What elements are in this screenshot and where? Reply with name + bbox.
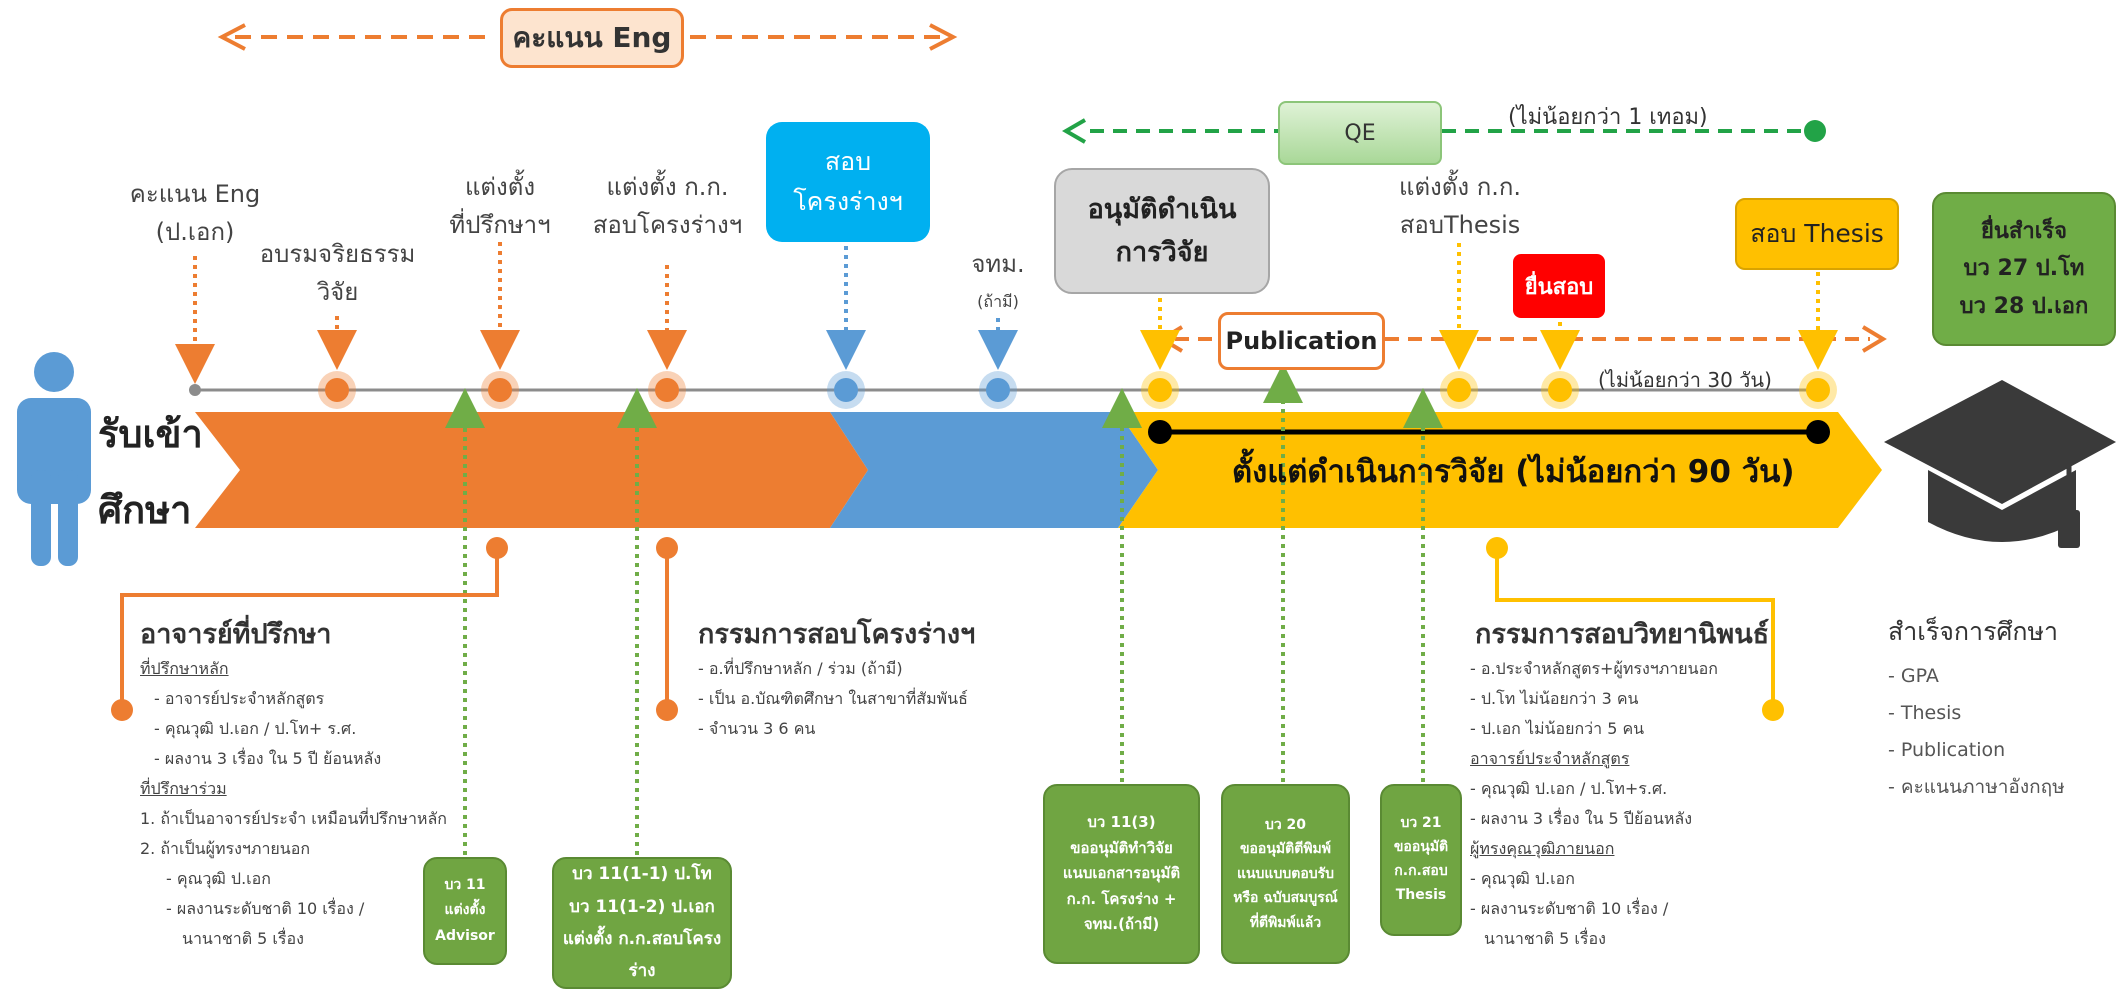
graduation-item: - Publication: [1888, 739, 2006, 761]
milestone-approve-research: อนุมัติดำเนิน การวิจัย: [1054, 168, 1270, 294]
milestone-graduate-submit: ยื่นสำเร็จ บว 27 ป.โท บว 28 ป.เอก: [1932, 192, 2116, 346]
person-icon: [17, 352, 91, 566]
section-connectors: [111, 537, 1784, 721]
advisor-list-item: - ผลงานระดับชาติ 10 เรื่อง /: [166, 899, 365, 918]
graduation-item: - GPA: [1888, 665, 1939, 687]
thesis-list-item: - ผลงาน 3 เรื่อง ใน 5 ปีย้อนหลัง: [1470, 809, 1693, 828]
admission-line-1: รับเข้า: [98, 412, 203, 456]
form-bw11-proposal-committee: บว 11(1-1) ป.โท บว 11(1-2) ป.เอก แต่งตั้…: [552, 857, 732, 989]
thesis-section-title: กรรมการสอบวิทยานิพนธ์: [1475, 619, 1770, 650]
admission-label: รับเข้า ศึกษา: [98, 396, 203, 548]
eng-score-arrow: [217, 23, 958, 51]
milestone-thesis-exam: สอบ Thesis: [1735, 198, 1899, 270]
form-bw11-3-research-approval: บว 11(3) ขออนุมัติทำวิจัย แนบเอกสารอนุมั…: [1043, 784, 1200, 964]
thesis-list-item: นานาชาติ 5 เรื่อง: [1484, 929, 1606, 948]
graduation-item: - Thesis: [1888, 702, 1962, 724]
proposal-list-item: - อ.ที่ปรึกษาหลัก / ร่วม (ถ้ามี): [698, 659, 903, 678]
advisor-list-item: ที่ปรึกษาร่วม: [140, 779, 227, 798]
milestone-advisor-appointment: แต่งตั้ง ที่ปรึกษาฯ: [449, 173, 551, 240]
timeline-dots: [318, 371, 1837, 409]
thesis-list-item: - คุณวุฒิ ป.เอก: [1470, 869, 1575, 888]
proposal-list-item: - เป็น อ.บัณฑิตศึกษา ในสาขาที่สัมพันธ์: [698, 689, 968, 708]
form-bw20-publication-approval: บว 20 ขออนุมัติตีพิมพ์ แนบแบบตอบรับ หรือ…: [1221, 784, 1350, 964]
thesis-list-item: - ผลงานระดับชาติ 10 เรื่อง /: [1470, 899, 1669, 918]
advisor-list-item: - คุณวุฒิ ป.เอก: [166, 869, 271, 888]
timeline-band: [195, 412, 1882, 528]
milestone-eng: คะแนน Eng (ป.เอก): [129, 180, 261, 247]
thesis-list-item: - ป.โท ไม่น้อยกว่า 3 คน: [1470, 689, 1639, 708]
advisor-section-title: อาจารย์ที่ปรึกษา: [140, 619, 332, 650]
milestone-ethics-committee-note: (ถ้ามี): [977, 292, 1019, 311]
advisor-list-item: 2. ถ้าเป็นผู้ทรงฯภายนอก: [140, 839, 311, 858]
thesis-list-item: ผู้ทรงคุณวุฒิภายนอก: [1470, 839, 1615, 858]
qe-duration-note: (ไม่น้อยกว่า 1 เทอม): [1508, 105, 1708, 130]
form-bw21-thesis-committee: บว 21 ขออนุมัติ ก.ก.สอบ Thesis: [1380, 784, 1462, 936]
graduation-cap-icon: [1884, 380, 2116, 548]
thesis-list-item: - อ.ประจำหลักสูตร+ผู้ทรงฯภายนอก: [1470, 659, 1718, 678]
research-period-label: ตั้งแต่ดำเนินการวิจัย (ไม่น้อยกว่า 90 วั…: [1232, 454, 1795, 490]
milestone-proposal-exam: สอบ โครงร่างฯ: [766, 122, 930, 242]
research-period-bar: [1148, 420, 1830, 444]
thesis-section-list: - อ.ประจำหลักสูตร+ผู้ทรงฯภายนอก - ป.โท ไ…: [1470, 654, 1718, 954]
milestone-ethics-training: อบรมจริยธรรม วิจัย: [259, 240, 416, 307]
milestone-ethics-committee: จทม.: [971, 250, 1025, 278]
proposal-list-item: - จำนวน 3 6 คน: [698, 719, 816, 738]
advisor-list-item: - อาจารย์ประจำหลักสูตร: [154, 689, 325, 708]
qe-label: QE: [1278, 101, 1442, 165]
publication-label: Publication: [1218, 312, 1385, 370]
publication-duration-note: (ไม่น้อยกว่า 30 วัน): [1598, 368, 1772, 392]
graduation-list: - GPA - Thesis - Publication - คะแนนภาษา…: [1888, 658, 2065, 806]
thesis-list-item: อาจารย์ประจำหลักสูตร: [1470, 749, 1630, 768]
milestone-submit-exam: ยื่นสอบ: [1513, 254, 1605, 318]
graduation-section-title: สำเร็จการศึกษา: [1888, 617, 2059, 646]
proposal-section-list: - อ.ที่ปรึกษาหลัก / ร่วม (ถ้ามี) - เป็น …: [698, 654, 968, 744]
graduation-item: - คะแนนภาษาอังกฤษ: [1888, 776, 2065, 798]
milestone-thesis-committee: แต่งตั้ง ก.ก. สอบThesis: [1398, 173, 1522, 240]
eng-score-label: คะแนน Eng: [500, 8, 684, 68]
advisor-list-item: นานาชาติ 5 เรื่อง: [182, 929, 304, 948]
admission-line-2: ศึกษา: [98, 488, 192, 532]
milestone-proposal-committee: แต่งตั้ง ก.ก. สอบโครงร่างฯ: [592, 173, 743, 240]
thesis-list-item: - ป.เอก ไม่น้อยกว่า 5 คน: [1470, 719, 1645, 738]
thesis-list-item: - คุณวุฒิ ป.เอก / ป.โท+ร.ศ.: [1470, 779, 1668, 798]
advisor-list-item: - คุณวุฒิ ป.เอก / ป.โท+ ร.ศ.: [154, 719, 357, 738]
proposal-section-title: กรรมการสอบโครงร่างฯ: [698, 619, 976, 650]
form-bw11-advisor: บว 11 แต่งตั้ง Advisor: [423, 857, 507, 965]
advisor-list-item: 1. ถ้าเป็นอาจารย์ประจำ เหมือนที่ปรึกษาหล…: [140, 809, 447, 828]
form-connectors: [445, 363, 1443, 855]
qe-arrow: [1062, 118, 1826, 144]
advisor-list-item: ที่ปรึกษาหลัก: [140, 659, 229, 678]
advisor-list-item: - ผลงาน 3 เรื่อง ใน 5 ปี ย้อนหลัง: [154, 749, 382, 768]
advisor-section-list: ที่ปรึกษาหลัก - อาจารย์ประจำหลักสูตร - ค…: [140, 654, 447, 954]
